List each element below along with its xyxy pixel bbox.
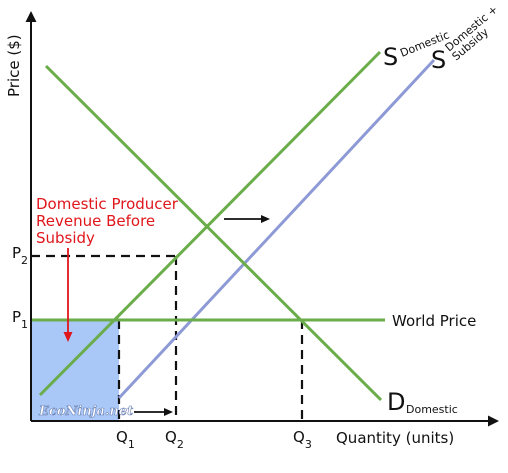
annotation-line-2: Revenue Before xyxy=(36,212,155,230)
x-axis-label: Quantity (units) xyxy=(336,429,454,447)
demand-domestic-curve xyxy=(44,64,383,402)
annotation-line-1: Domestic Producer xyxy=(36,195,179,213)
q2-label: Q2 xyxy=(165,428,184,451)
shift-arrow-upper-head-icon xyxy=(261,215,270,223)
supply-domestic-label: S xyxy=(383,43,398,71)
demand-label: D xyxy=(387,388,405,416)
supply-subsidy-curve xyxy=(117,58,436,400)
p1-label: P1 xyxy=(12,308,28,331)
world-price-label: World Price xyxy=(392,312,476,330)
watermark: EcoNinja.net xyxy=(38,404,133,419)
y-axis-label: Price ($) xyxy=(5,34,23,97)
y-axis-arrow-icon xyxy=(25,11,37,22)
annotation-arrow xyxy=(63,248,73,342)
supply-domestic-curve xyxy=(38,50,382,397)
annotation-arrow-head-icon xyxy=(63,332,73,342)
supply-subsidy-label: S xyxy=(431,46,446,74)
p2-label: P2 xyxy=(12,244,28,267)
producer-revenue-area xyxy=(31,320,119,421)
q3-label: Q3 xyxy=(293,428,312,451)
q1-label: Q1 xyxy=(116,428,135,451)
demand-sublabel: Domestic xyxy=(406,403,458,416)
annotation-line-3: Subsidy xyxy=(36,229,95,247)
shift-arrow-lower-head-icon xyxy=(164,408,173,416)
x-axis-arrow-icon xyxy=(488,415,499,427)
